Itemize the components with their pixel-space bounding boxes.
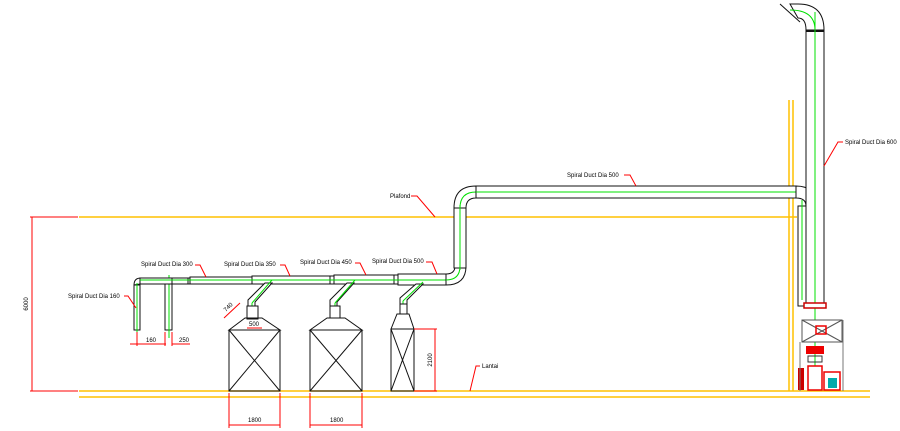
duct-upper-horizontal: [475, 185, 817, 307]
collector-unit-2: [308, 317, 364, 392]
label-dia-450: Spiral Duct Dia 450: [300, 260, 367, 276]
label-dia-160-text: Spiral Duct Dia 160: [68, 294, 120, 300]
floor-level-lines: [79, 390, 870, 398]
exhaust-fan-unit: [798, 302, 844, 391]
duct-riser-1: [445, 185, 477, 286]
height-dimension-text: 6000: [24, 297, 30, 311]
height-dimension: 6000: [24, 216, 78, 392]
label-plafond: Plafond: [390, 194, 436, 218]
label-dia-500-upper: Spiral Duct Dia 500: [567, 173, 637, 187]
label-dia-300: Spiral Duct Dia 300: [141, 262, 207, 278]
vertical-column-lines: [788, 100, 794, 391]
label-lantai-text: Lantai: [482, 364, 498, 370]
dim-1800-text-1: 1800: [248, 418, 262, 424]
dim-hood: 740 500: [223, 302, 262, 329]
branch-to-unit-2: [329, 279, 356, 319]
dim-unit-height: 2100: [414, 328, 437, 392]
dim-160-text: 160: [146, 338, 157, 344]
label-dia-500-lower-text: Spiral Duct Dia 500: [372, 259, 424, 265]
label-plafond-text: Plafond: [390, 194, 410, 200]
label-dia-350-text: Spiral Duct Dia 350: [224, 262, 276, 268]
duct-main-header: [139, 273, 450, 286]
label-dia-500-upper-text: Spiral Duct Dia 500: [567, 173, 619, 179]
dim-500-text: 500: [249, 322, 260, 328]
dim-unit-widths: 1800 1800: [228, 393, 363, 428]
label-dia-600: Spiral Duct Dia 600: [823, 140, 897, 167]
collector-unit-3: [390, 313, 415, 392]
dim-branch-spacing: 160 250: [130, 332, 190, 346]
duct-main-stack: [779, 3, 825, 380]
label-dia-160: Spiral Duct Dia 160: [68, 294, 137, 309]
dim-250-text: 250: [179, 338, 190, 344]
branch-to-unit-3: [399, 281, 425, 315]
dim-1800-text-2: 1800: [330, 418, 344, 424]
dim-2100-text: 2100: [428, 353, 434, 367]
label-dia-600-text: Spiral Duct Dia 600: [845, 140, 897, 146]
collector-unit-1: [227, 317, 282, 392]
label-lantai: Lantai: [469, 364, 498, 392]
branch-to-unit-1: [246, 279, 274, 320]
label-dia-300-text: Spiral Duct Dia 300: [141, 262, 193, 268]
label-dia-450-text: Spiral Duct Dia 450: [300, 260, 352, 266]
label-dia-350: Spiral Duct Dia 350: [224, 262, 291, 277]
label-dia-500-lower: Spiral Duct Dia 500: [372, 259, 438, 275]
dim-740-text: 740: [223, 302, 235, 314]
